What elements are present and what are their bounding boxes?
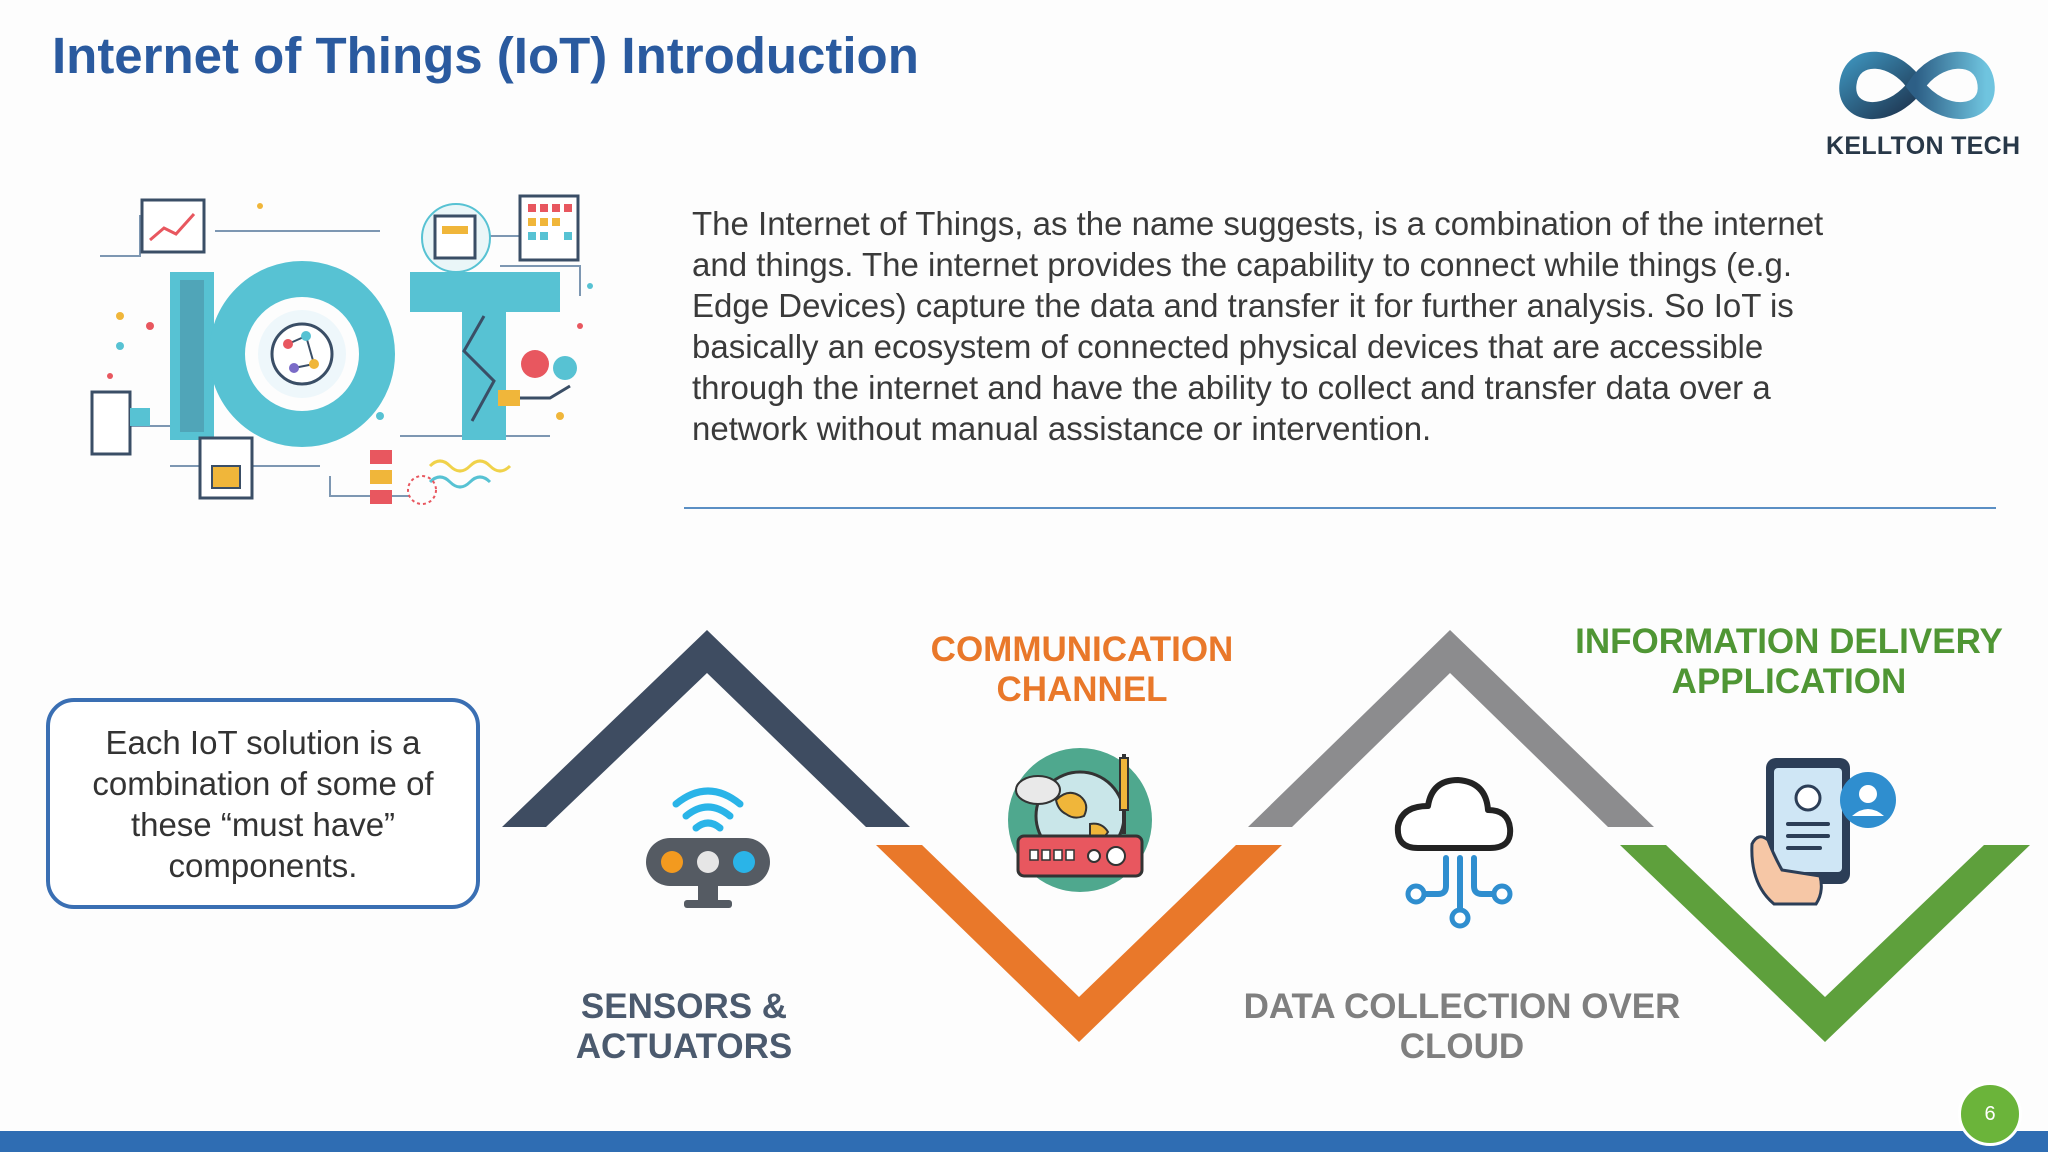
page-title: Internet of Things (IoT) Introduction bbox=[52, 27, 919, 84]
chevron-sensors bbox=[502, 630, 910, 827]
infinity-logo-icon bbox=[1839, 51, 1995, 119]
footer-bar bbox=[0, 1131, 2048, 1152]
logo-text: KELLTON TECH bbox=[1826, 132, 2021, 160]
router-globe-icon bbox=[1008, 748, 1152, 892]
label-communication-channel: COMMUNICATION CHANNEL bbox=[930, 630, 1234, 709]
page-number-badge: 6 bbox=[1958, 1082, 2022, 1146]
cloud-network-icon bbox=[1394, 777, 1514, 929]
label-information-delivery: INFORMATION DELIVERY APPLICATION bbox=[1575, 622, 2003, 701]
iot-illustration-icon bbox=[90, 194, 593, 505]
chevron-cloud bbox=[1248, 630, 1654, 827]
chevron-information bbox=[1620, 845, 2030, 1042]
label-data-collection-cloud: DATA COLLECTION OVER CLOUD bbox=[1243, 987, 1681, 1066]
callout-box: Each IoT solution is a combination of so… bbox=[46, 698, 480, 909]
intro-paragraph: The Internet of Things, as the name sugg… bbox=[692, 205, 1824, 447]
chevron-communication bbox=[876, 845, 1282, 1042]
label-sensors-actuators: SENSORS & ACTUATORS bbox=[575, 987, 793, 1066]
divider-line bbox=[684, 507, 1996, 509]
mobile-app-user-icon bbox=[1750, 758, 1896, 906]
sensor-device-icon bbox=[646, 787, 770, 908]
